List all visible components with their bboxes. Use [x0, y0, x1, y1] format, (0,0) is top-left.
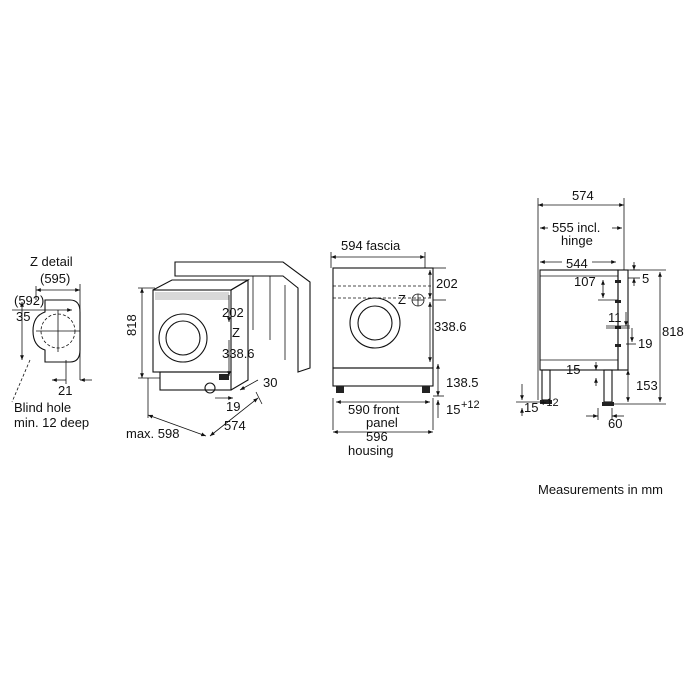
measurements-label: Measurements in mm	[538, 482, 663, 497]
side-dim-574: 574	[572, 188, 594, 203]
front-dim-338: 338.6	[434, 319, 467, 334]
front-dim-fascia: 594 fascia	[341, 238, 401, 253]
front-dim-15: 15	[446, 402, 460, 417]
front-view: 594 fascia Z 202 338.6 138.5 15 +12 590 …	[330, 238, 480, 458]
side-dim-60: 60	[608, 416, 622, 431]
z-detail-dim-592: (592)	[14, 293, 44, 308]
front-panel-label-2: panel	[366, 415, 398, 430]
side-dim-19: 19	[638, 336, 652, 351]
hinge-outline	[32, 299, 81, 363]
z-detail-title: Z detail	[30, 254, 73, 269]
front-panel-label-1: 590 front	[348, 402, 400, 417]
z-detail-view: Z detail (595) (592) 35 21 Blind hole mi…	[11, 254, 92, 430]
front-machine-outline	[332, 267, 434, 369]
side-dim-555-2: hinge	[561, 233, 593, 248]
side-dim-107: 107	[574, 274, 596, 289]
perspective-dim-19: 19	[226, 399, 240, 414]
perspective-door	[158, 313, 208, 363]
front-dim-15-sup: +12	[461, 399, 480, 411]
side-dim-11: 11	[608, 310, 622, 325]
front-door-outer	[349, 297, 401, 349]
perspective-dim-338: 338.6	[222, 346, 255, 361]
housing-label-2: housing	[348, 443, 394, 458]
side-dim-15b: 15	[524, 400, 538, 415]
front-dim-202: 202	[436, 276, 458, 291]
side-dim-15: 15	[566, 362, 580, 377]
side-dim-5: 5	[642, 271, 649, 286]
side-view: 574 555 incl. hinge 544 5 107 818	[516, 188, 684, 431]
side-dim-15b-sup: +12	[540, 397, 559, 409]
perspective-dim-max598: max. 598	[126, 426, 179, 441]
z-detail-dim-35: 35	[16, 309, 30, 324]
perspective-z-label: Z	[232, 325, 240, 340]
front-z-label: Z	[398, 292, 406, 307]
blind-hole-label-2: min. 12 deep	[14, 415, 89, 430]
perspective-dim-574: 574	[224, 418, 246, 433]
side-dim-544: 544	[566, 256, 588, 271]
perspective-view: 818 202 Z 338.6 30 19 max. 598 574	[124, 261, 311, 441]
z-detail-dim-21: 21	[58, 383, 72, 398]
side-dim-818: 818	[662, 324, 684, 339]
front-dim-138: 138.5	[446, 375, 479, 390]
side-dim-555-1: 555 incl.	[552, 220, 600, 235]
z-detail-dim-595: (595)	[40, 271, 70, 286]
perspective-dim-30: 30	[263, 375, 277, 390]
perspective-dim-818: 818	[124, 314, 139, 336]
housing-label-1: 596	[366, 429, 388, 444]
perspective-dim-202: 202	[222, 305, 244, 320]
blind-hole-label-1: Blind hole	[14, 400, 71, 415]
side-dim-153: 153	[636, 378, 658, 393]
